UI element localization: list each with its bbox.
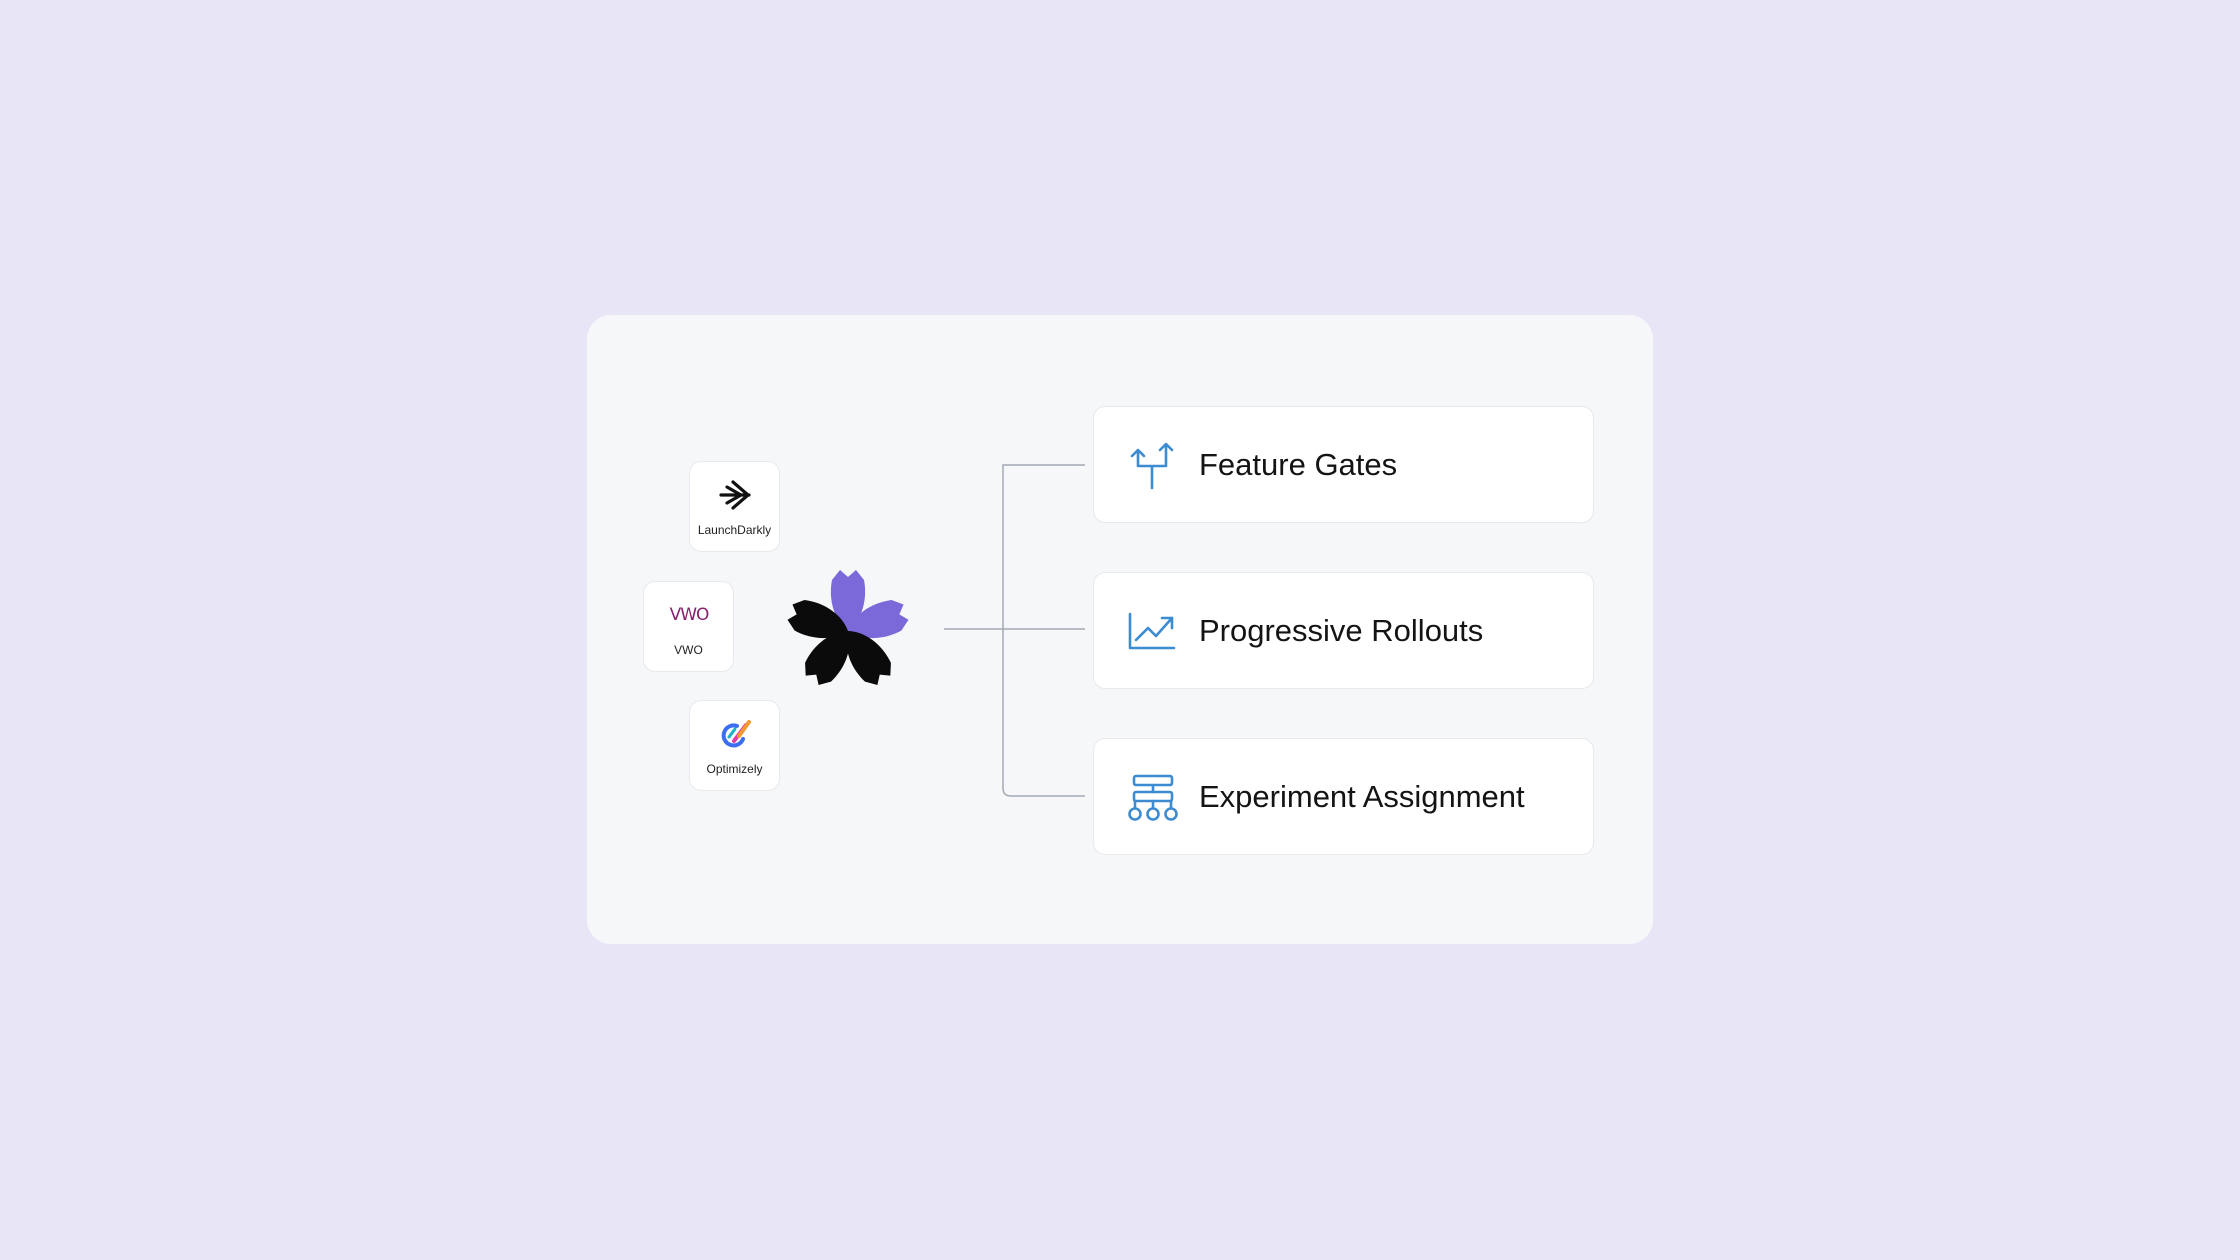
feature-gates-label: Feature Gates (1199, 447, 1398, 482)
launchdarkly-label: LaunchDarkly (697, 523, 772, 537)
vwo-card: VWO VWO (643, 581, 734, 672)
branch-connector-lines (1002, 464, 1085, 797)
connector-lines (944, 464, 1085, 797)
optimizely-label: Optimizely (706, 762, 763, 776)
svg-text:VWO: VWO (669, 605, 708, 625)
optimizely-logo-icon (721, 720, 751, 748)
split-arrows-icon (1130, 442, 1174, 490)
hierarchy-tree-icon (1128, 774, 1178, 821)
experiment-assignment-label: Experiment Assignment (1199, 779, 1525, 814)
progressive-rollouts-label: Progressive Rollouts (1199, 613, 1484, 648)
vwo-logo-icon: VWO (669, 605, 709, 625)
experiment-assignment-card: Experiment Assignment (1093, 738, 1594, 855)
progressive-rollouts-card: Progressive Rollouts (1093, 572, 1594, 689)
vwo-label: VWO (674, 643, 703, 657)
trending-up-chart-icon (1128, 612, 1176, 650)
feature-gates-card: Feature Gates (1093, 406, 1594, 523)
optimizely-card: Optimizely (689, 700, 780, 791)
launchdarkly-card: LaunchDarkly (689, 461, 780, 552)
flower-logo-icon (787, 570, 909, 686)
launchdarkly-logo-icon (718, 480, 751, 510)
